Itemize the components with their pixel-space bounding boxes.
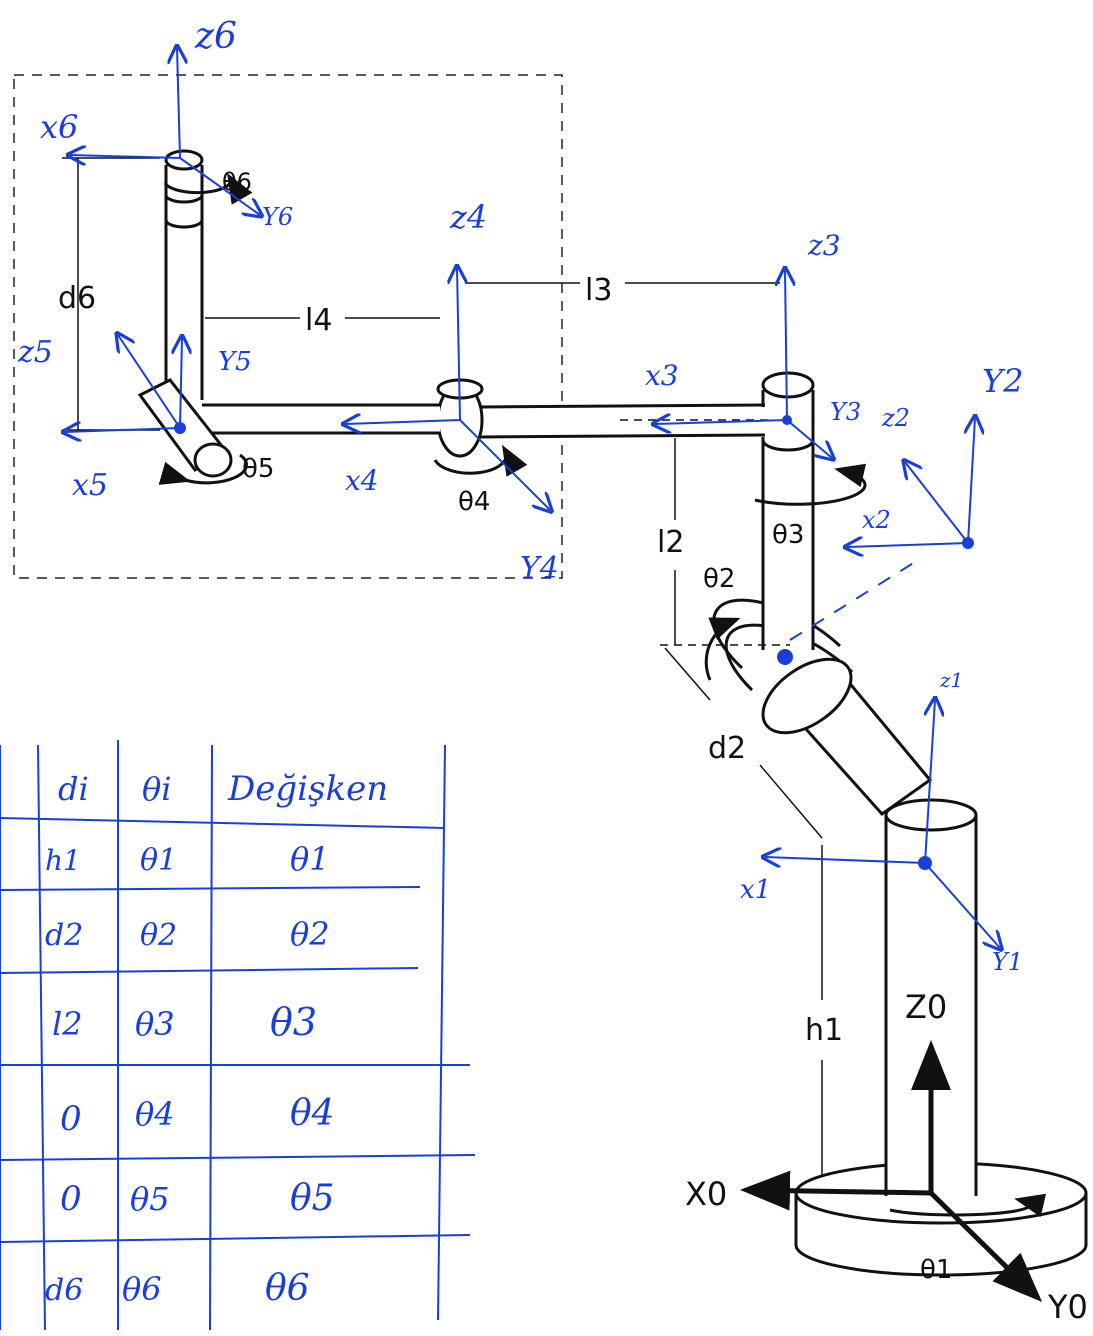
label-l3: l3 (585, 273, 612, 308)
table-row4-d: 0 (60, 1099, 82, 1139)
table-header-theta: θi (142, 770, 172, 808)
label-theta6: θ6 (222, 168, 252, 196)
label-z2: z2 (881, 404, 910, 432)
label-y1: Y1 (992, 948, 1023, 976)
table-row5-var: θ5 (290, 1178, 335, 1219)
link-d2 (712, 598, 933, 816)
label-Z0: Z0 (905, 988, 947, 1026)
link-l4 (195, 403, 440, 435)
label-x6: x6 (40, 108, 78, 146)
table-row6-var: θ6 (265, 1268, 310, 1309)
label-theta2: θ2 (703, 564, 735, 594)
table-row3-theta: θ3 (135, 1005, 175, 1043)
table-row4-theta: θ4 (135, 1095, 175, 1133)
parameter-table: di θi Değişken h1 θ1 θ1 d2 θ2 θ2 l2 θ3 θ… (0, 740, 476, 1331)
label-z6: z6 (194, 16, 237, 57)
label-theta4: θ4 (458, 487, 490, 517)
handwritten-axis-labels: z6 x6 Y6 z5 Y5 x5 z4 x4 Y4 z3 x3 Y3 z2 Y… (17, 16, 1023, 976)
table-row1-var: θ1 (290, 840, 330, 878)
table-row1-theta: θ1 (140, 843, 177, 878)
robot-structure (137, 149, 1088, 1277)
label-z1: z1 (939, 668, 963, 692)
wrist-dashed-box (13, 74, 563, 579)
label-x1: x1 (740, 875, 771, 905)
label-theta3: θ3 (772, 520, 804, 550)
label-y6: Y6 (262, 203, 293, 231)
frame-origins (174, 415, 974, 870)
label-z5: z5 (17, 335, 53, 370)
table-row3-d: l2 (52, 1005, 83, 1043)
label-Y0: Y0 (1047, 1288, 1088, 1326)
table-row2-d: d2 (45, 918, 83, 953)
label-l2: l2 (657, 525, 684, 560)
label-h1: h1 (805, 1013, 843, 1048)
link-l2 (761, 371, 815, 650)
label-theta1: θ1 (920, 1255, 952, 1285)
table-row2-var: θ2 (290, 915, 330, 953)
table-row3-var: θ3 (270, 1000, 317, 1044)
label-z4: z4 (449, 198, 487, 236)
label-x5: x5 (72, 468, 108, 503)
label-x4: x4 (345, 464, 379, 497)
dimension-lines (62, 157, 823, 1175)
label-l4: l4 (305, 303, 332, 338)
table-row6-theta: θ6 (122, 1270, 162, 1308)
blue-frames (65, 48, 1000, 948)
label-d6: d6 (58, 281, 96, 316)
link-d6 (164, 149, 204, 415)
label-z3: z3 (807, 229, 841, 262)
label-theta5: θ5 (242, 454, 274, 484)
label-y2: Y2 (982, 362, 1023, 400)
table-header-variable: Değişken (227, 769, 388, 809)
printed-labels: d6 l4 l3 l2 d2 h1 θ1 θ2 θ3 θ4 θ5 θ6 Z0 X… (58, 168, 1088, 1326)
table-row5-theta: θ5 (130, 1180, 170, 1218)
base-frame-axes (740, 1040, 1043, 1303)
table-row5-d: 0 (60, 1179, 82, 1219)
label-y5: Y5 (218, 347, 252, 377)
label-x2: x2 (862, 506, 891, 534)
label-x3: x3 (645, 359, 679, 392)
table-header-di: di (58, 770, 89, 808)
base-column (884, 798, 978, 1196)
table-row6-d: d6 (45, 1273, 83, 1308)
label-d2: d2 (708, 731, 746, 766)
table-grid (0, 740, 476, 1331)
label-X0: X0 (685, 1175, 727, 1213)
rotation-arrows (158, 172, 1047, 1218)
label-y3: Y3 (830, 398, 861, 426)
table-row1-d: h1 (45, 844, 81, 877)
label-y4: Y4 (520, 551, 559, 586)
table-row4-var: θ4 (290, 1093, 335, 1134)
table-row2-theta: θ2 (140, 918, 177, 953)
